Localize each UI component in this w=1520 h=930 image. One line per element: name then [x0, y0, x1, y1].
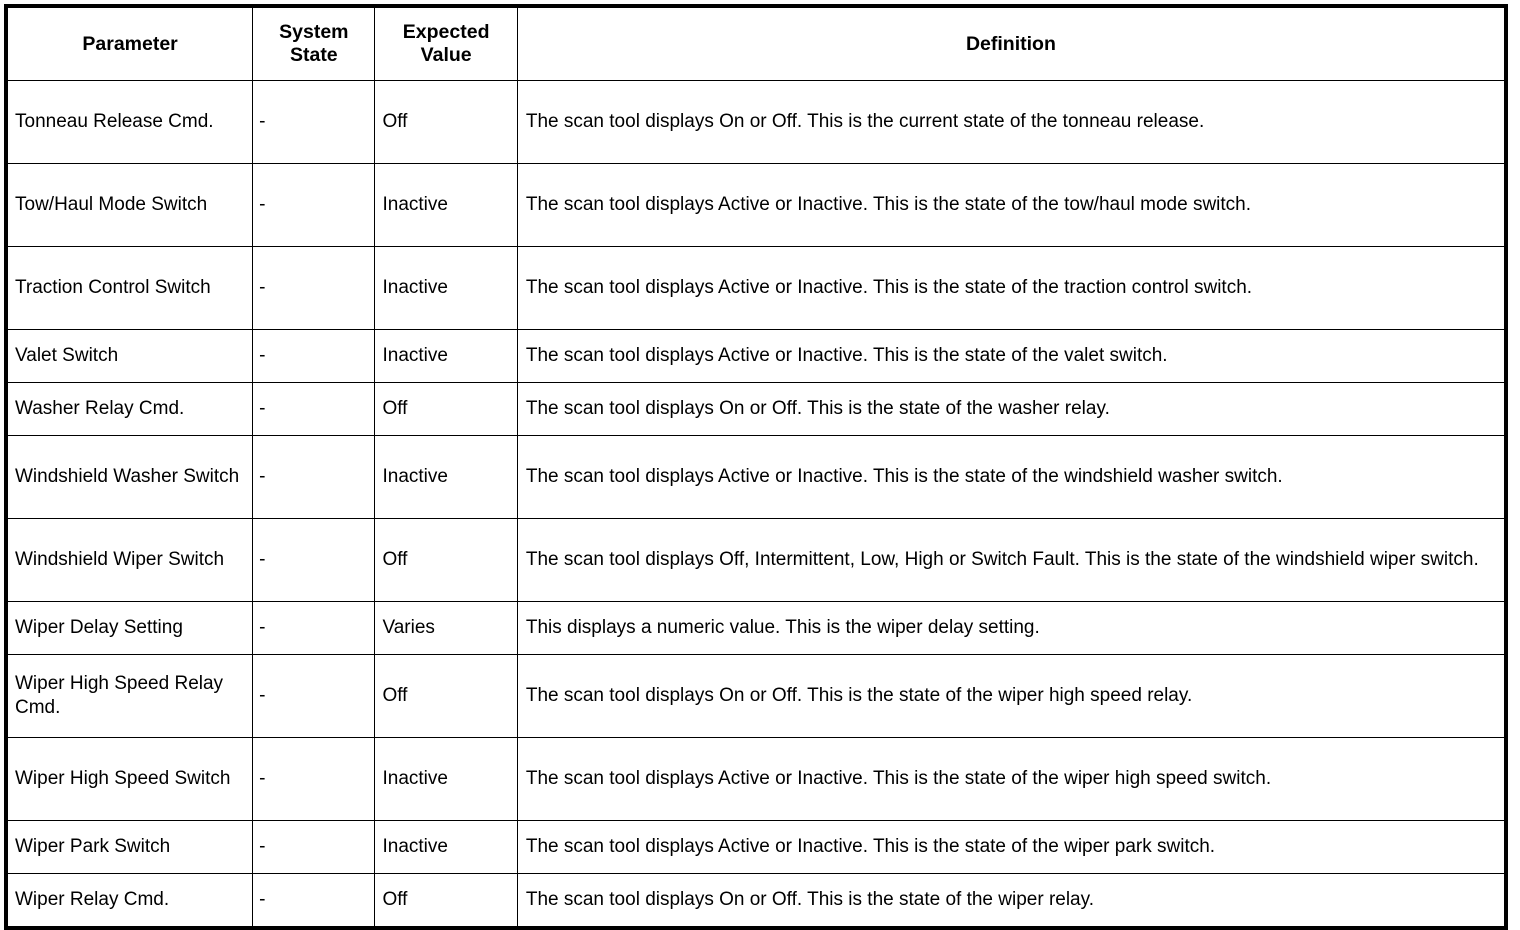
cell-parameter: Wiper High Speed Switch: [5, 737, 254, 821]
cell-expected-value: Off: [374, 382, 518, 436]
cell-system-state: -: [252, 654, 376, 738]
cell-parameter: Windshield Wiper Switch: [5, 518, 254, 602]
cell-expected-value: Inactive: [374, 737, 518, 821]
cell-parameter: Traction Control Switch: [5, 246, 254, 330]
cell-definition: The scan tool displays Active or Inactiv…: [516, 820, 1507, 874]
system-state-line-1: System: [279, 21, 349, 43]
cell-system-state: -: [252, 601, 376, 655]
cell-definition: The scan tool displays Active or Inactiv…: [516, 737, 1507, 821]
cell-expected-value: Inactive: [374, 163, 518, 247]
cell-system-state: -: [252, 435, 376, 519]
cell-system-state: -: [252, 246, 376, 330]
parameter-definition-table: Parameter System State Expected Value De…: [4, 4, 1508, 930]
cell-system-state: -: [252, 329, 376, 383]
cell-expected-value: Inactive: [374, 246, 518, 330]
cell-system-state: -: [252, 163, 376, 247]
cell-definition: The scan tool displays Off, Intermittent…: [516, 518, 1507, 602]
cell-system-state: -: [252, 80, 376, 164]
cell-definition: The scan tool displays Active or Inactiv…: [516, 435, 1507, 519]
column-header-definition: Definition: [516, 5, 1507, 81]
cell-definition: The scan tool displays Active or Inactiv…: [516, 329, 1507, 383]
expected-value-line-2: Value: [420, 44, 472, 66]
cell-system-state: -: [252, 820, 376, 874]
cell-expected-value: Inactive: [374, 329, 518, 383]
system-state-line-2: State: [289, 44, 338, 66]
cell-parameter: Wiper High Speed Relay Cmd.: [5, 654, 254, 738]
cell-definition: The scan tool displays Active or Inactiv…: [516, 246, 1507, 330]
column-header-parameter: Parameter: [5, 5, 254, 81]
parameter-table-container: Parameter System State Expected Value De…: [4, 4, 1508, 930]
cell-expected-value: Off: [374, 654, 518, 738]
column-header-system-state: System State: [252, 5, 376, 81]
column-header-expected-value: Expected Value: [374, 5, 518, 81]
cell-expected-value: Off: [374, 80, 518, 164]
cell-definition: This displays a numeric value. This is t…: [516, 601, 1507, 655]
expected-value-line-1: Expected: [402, 21, 490, 43]
cell-system-state: -: [252, 737, 376, 821]
cell-parameter: Wiper Park Switch: [5, 820, 254, 874]
cell-expected-value: Off: [374, 518, 518, 602]
cell-definition: The scan tool displays On or Off. This i…: [516, 654, 1507, 738]
cell-expected-value: Off: [374, 873, 518, 929]
header-row: Parameter System State Expected Value De…: [5, 5, 1507, 81]
cell-parameter: Washer Relay Cmd.: [5, 382, 254, 436]
cell-parameter: Windshield Washer Switch: [5, 435, 254, 519]
cell-system-state: -: [252, 873, 376, 929]
cell-definition: The scan tool displays On or Off. This i…: [516, 382, 1507, 436]
cell-parameter: Wiper Delay Setting: [5, 601, 254, 655]
cell-expected-value: Inactive: [374, 820, 518, 874]
cell-expected-value: Varies: [374, 601, 518, 655]
cell-expected-value: Inactive: [374, 435, 518, 519]
cell-definition: The scan tool displays On or Off. This i…: [516, 80, 1507, 164]
cell-parameter: Wiper Relay Cmd.: [5, 873, 254, 929]
table-header: Parameter System State Expected Value De…: [5, 5, 1507, 81]
cell-parameter: Tonneau Release Cmd.: [5, 80, 254, 164]
cell-parameter: Valet Switch: [5, 329, 254, 383]
cell-definition: The scan tool displays Active or Inactiv…: [516, 163, 1507, 247]
cell-parameter: Tow/Haul Mode Switch: [5, 163, 254, 247]
cell-system-state: -: [252, 382, 376, 436]
cell-system-state: -: [252, 518, 376, 602]
cell-definition: The scan tool displays On or Off. This i…: [516, 873, 1507, 929]
